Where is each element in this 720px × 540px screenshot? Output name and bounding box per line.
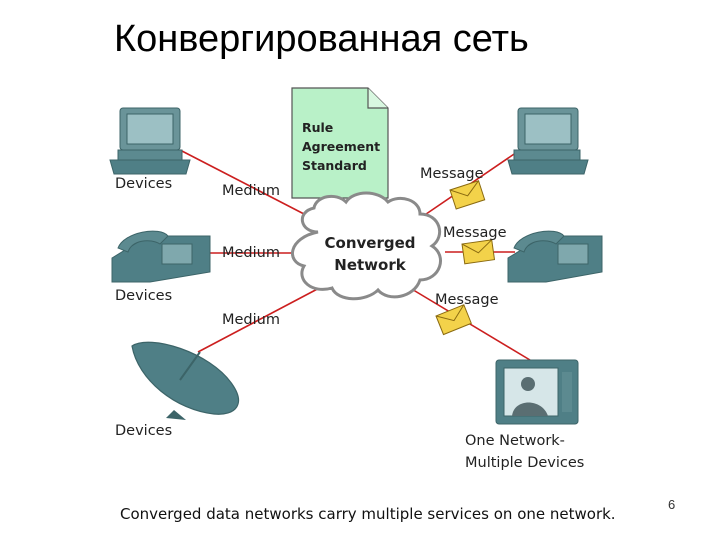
one-network-label-line1: One Network- (465, 433, 565, 449)
medium-label-1: Medium (222, 183, 280, 199)
message-label-2: Message (443, 225, 507, 241)
video-monitor-icon (496, 360, 578, 424)
telephone-icon (508, 231, 602, 282)
envelope-icon (450, 181, 485, 209)
satellite-dish-icon (132, 342, 238, 420)
medium-label-2: Medium (222, 245, 280, 261)
slide-title: Конвергированная сеть (114, 18, 529, 61)
note-line-standard: Standard (302, 156, 380, 175)
desktop-computer-icon (110, 108, 190, 174)
message-label-1: Message (420, 166, 484, 182)
note-text: Rule Agreement Standard (302, 118, 380, 175)
cloud-label-line2: Network (320, 254, 420, 276)
devices-label-3: Devices (115, 423, 172, 439)
cloud-label-line1: Converged (320, 232, 420, 254)
diagram-caption: Converged data networks carry multiple s… (120, 505, 616, 523)
telephone-icon (112, 231, 210, 282)
cloud-label: Converged Network (320, 232, 420, 276)
devices-label-2: Devices (115, 288, 172, 304)
note-line-rule: Rule (302, 118, 380, 137)
envelope-icon (462, 240, 494, 264)
devices-label-1: Devices (115, 176, 172, 192)
note-line-agreement: Agreement (302, 137, 380, 156)
desktop-computer-icon (508, 108, 588, 174)
one-network-label-line2: Multiple Devices (465, 455, 584, 471)
page-number: 6 (668, 497, 675, 512)
message-label-3: Message (435, 292, 499, 308)
medium-label-3: Medium (222, 312, 280, 328)
envelope-icon (436, 305, 471, 335)
